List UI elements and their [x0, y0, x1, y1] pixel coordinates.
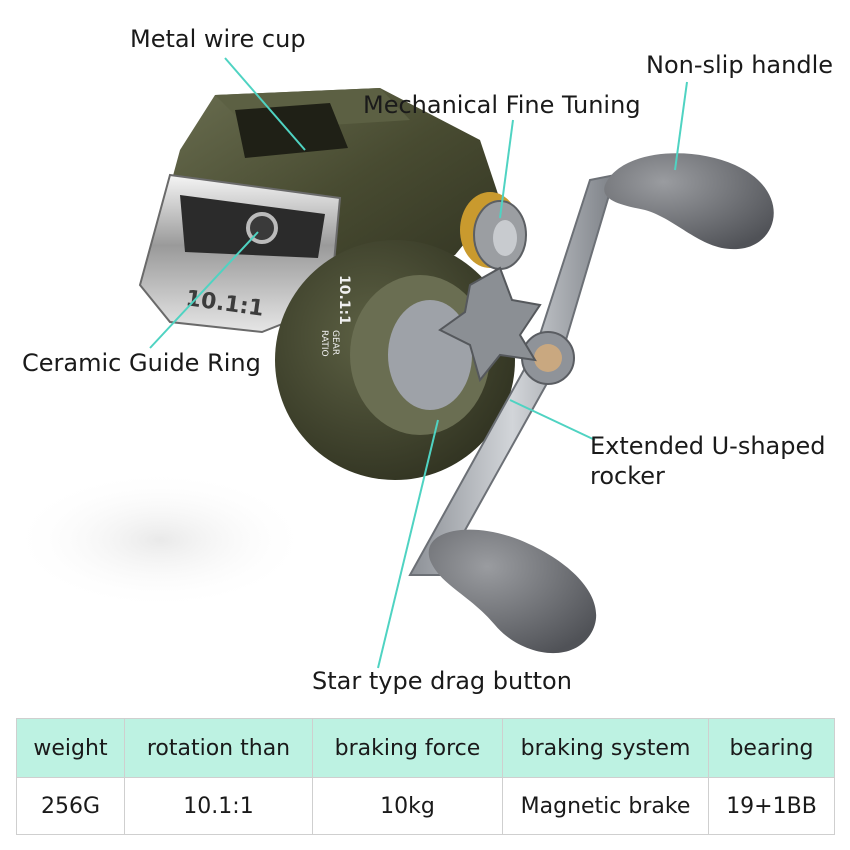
value-braking-force: 10kg [312, 777, 503, 835]
value-bearing: 19+1BB [708, 777, 835, 835]
spool-ratio-text: 10.1:1 [336, 275, 352, 325]
leader-fine-tuning [499, 119, 514, 219]
value-rotation: 10.1:1 [124, 777, 313, 835]
fine-tuning-knob [460, 192, 527, 270]
leader-metal-wire-cup [224, 57, 306, 151]
leader-rocker [509, 399, 596, 441]
header-braking-force: braking force [312, 718, 503, 778]
leader-star-drag [377, 419, 439, 669]
value-weight: 256G [16, 777, 125, 835]
header-braking-system: braking system [502, 718, 709, 778]
leader-non-slip-handle [674, 81, 688, 171]
value-braking-system: Magnetic brake [502, 777, 709, 835]
header-bearing: bearing [708, 718, 835, 778]
floor-shadow [10, 470, 310, 610]
leader-ceramic-ring [149, 231, 259, 349]
callout-star-drag-button: Star type drag button [312, 667, 572, 695]
specs-value-row: 256G 10.1:1 10kg Magnetic brake 19+1BB [16, 777, 835, 835]
star-drag-button [438, 266, 542, 383]
bottom-handle-knob [428, 529, 597, 654]
callout-ceramic-guide-ring: Ceramic Guide Ring [22, 349, 261, 377]
callout-extended-rocker: Extended U-shaped rocker [590, 432, 826, 490]
header-weight: weight [16, 718, 125, 778]
callout-metal-wire-cup: Metal wire cup [130, 25, 306, 53]
header-rotation: rotation than [124, 718, 313, 778]
side-plate: 10.1:1 GEAR RATIO [275, 240, 515, 480]
specs-table: weight rotation than braking force braki… [16, 718, 835, 835]
callout-non-slip-handle: Non-slip handle [646, 51, 834, 79]
metal-wire-cup: 10.1:1 [138, 173, 342, 334]
top-handle-knob [604, 153, 774, 250]
spool-gear-text: GEAR [330, 330, 340, 355]
specs-header-row: weight rotation than braking force braki… [16, 718, 835, 778]
reel-illustration: 10.1:1 10.1:1 GEAR RATIO [10, 57, 774, 669]
leader-lines [149, 57, 688, 669]
spool-ratio-word-text: RATIO [319, 330, 329, 357]
callout-mechanical-fine-tuning: Mechanical Fine Tuning [363, 91, 641, 119]
